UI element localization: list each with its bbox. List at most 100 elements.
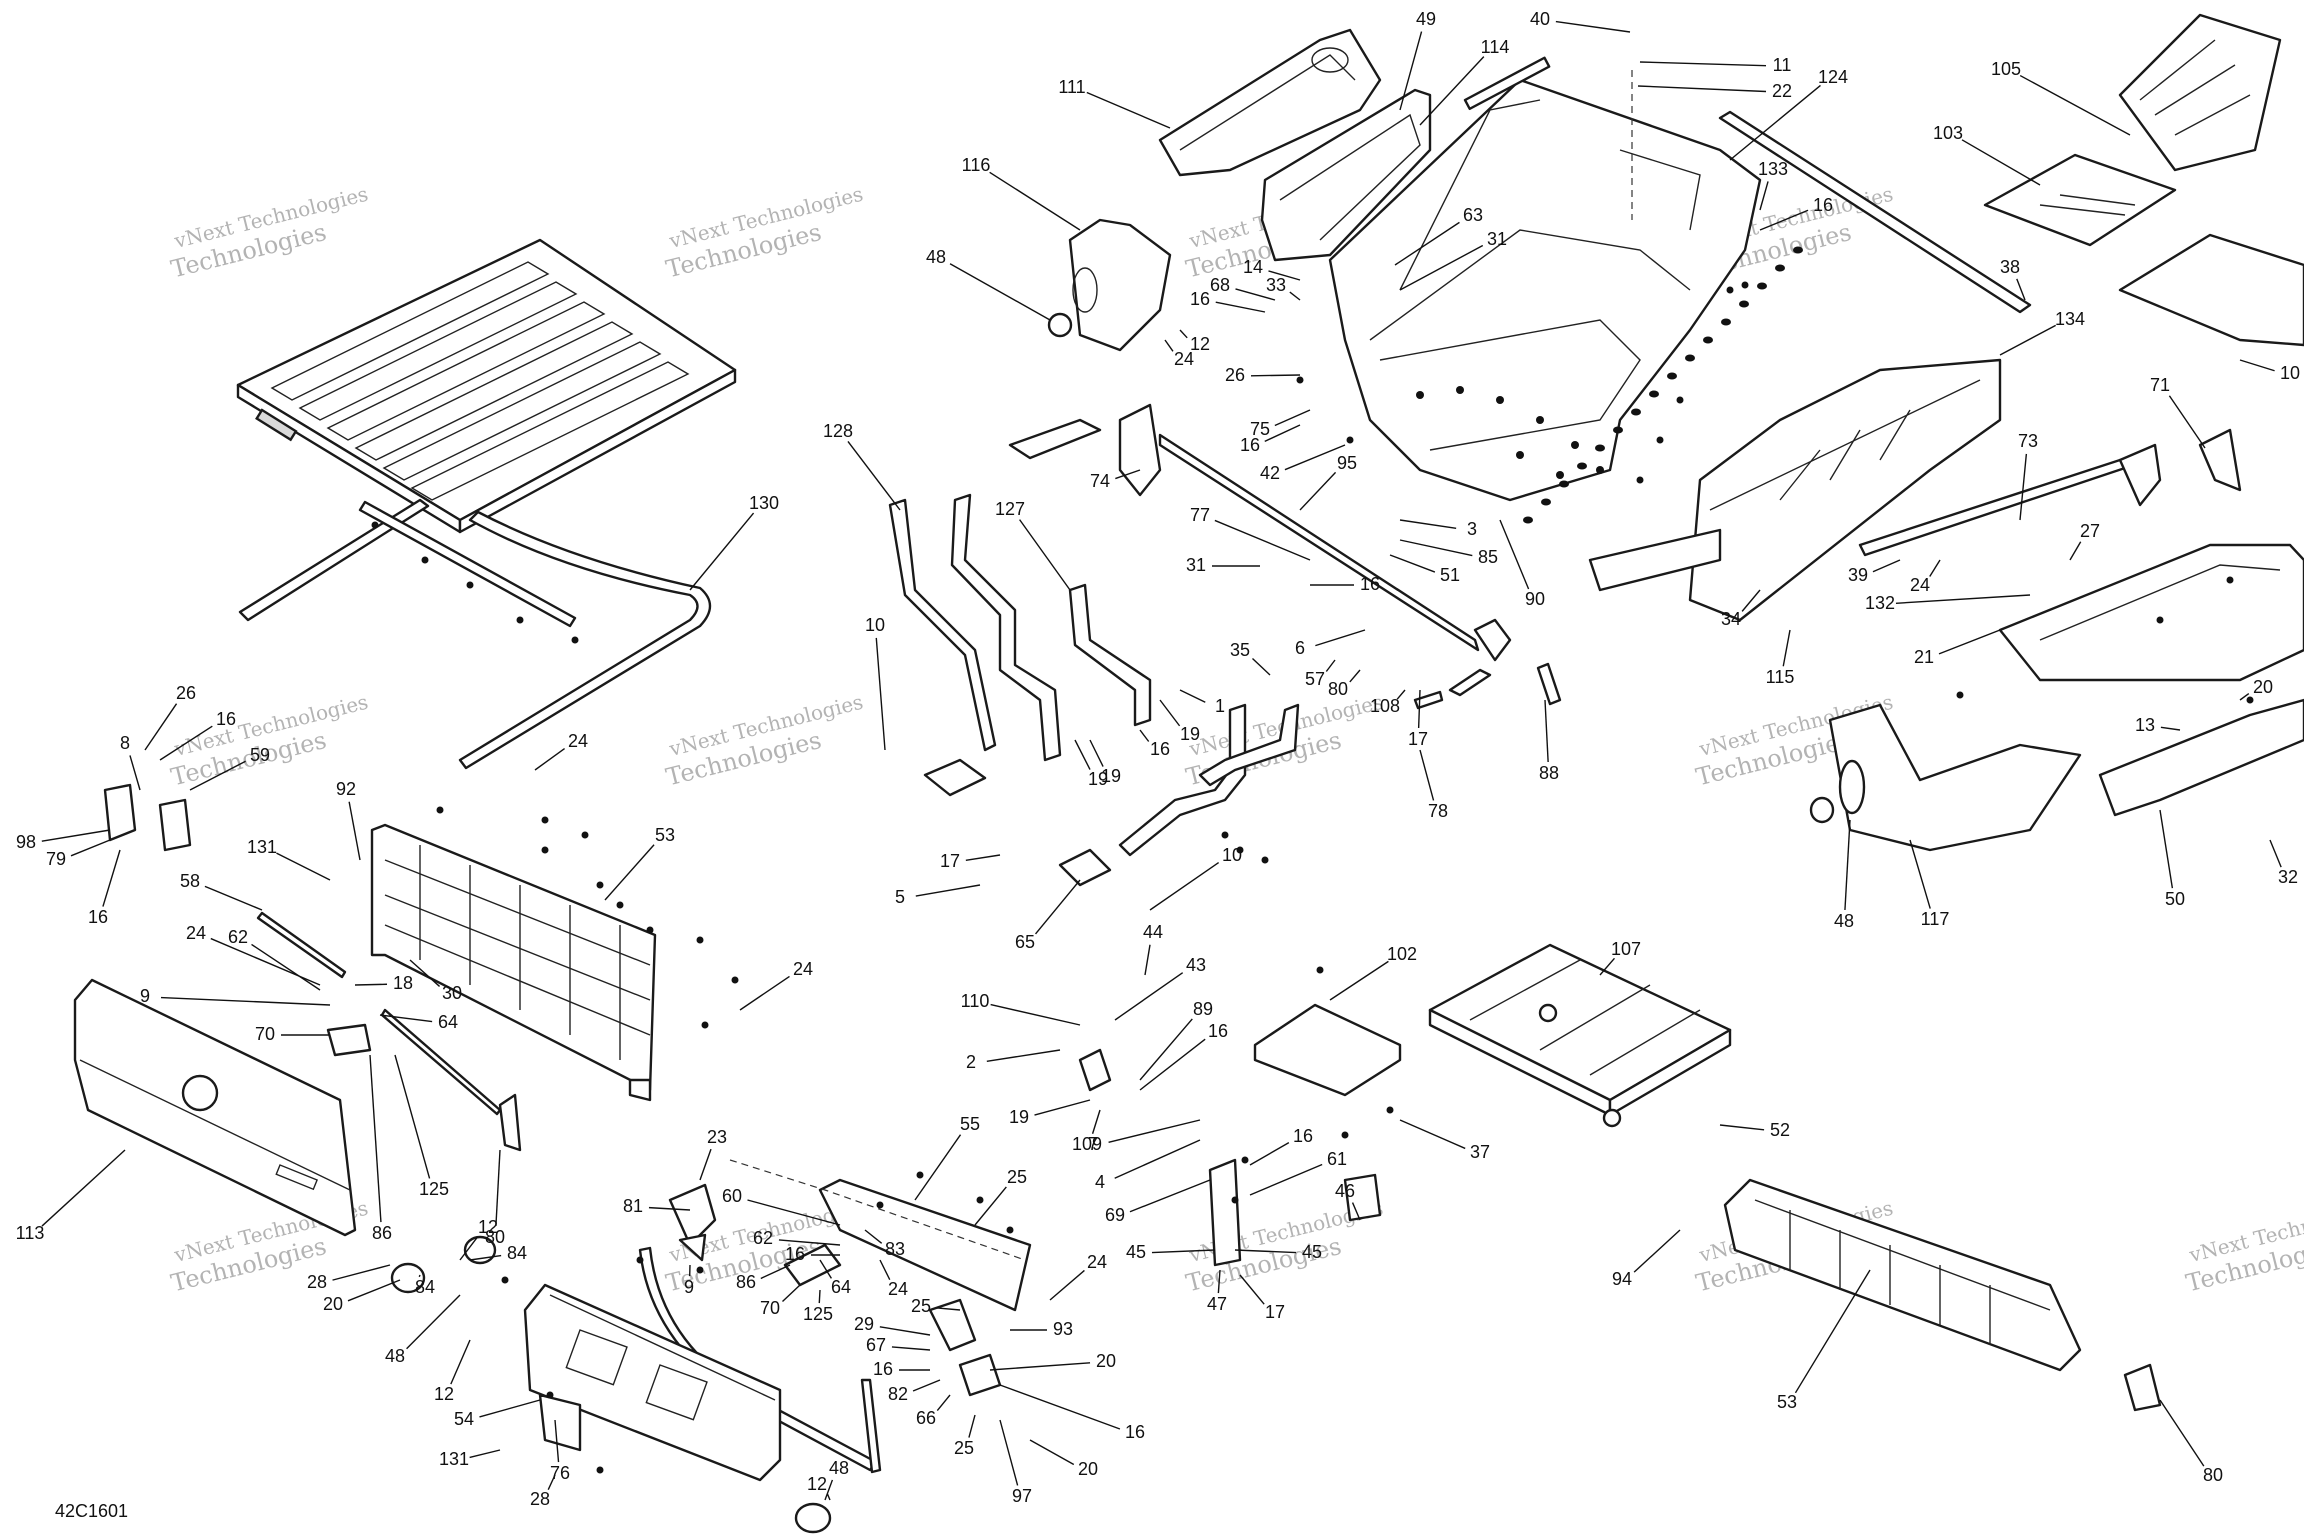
callout-label: 64 xyxy=(438,1012,458,1032)
callout-label: 33 xyxy=(1266,275,1286,295)
callout-leader-line xyxy=(1034,1099,1091,1116)
callout-leader-line xyxy=(875,637,886,751)
callout-leader-line xyxy=(1019,519,1071,591)
callout-leader-line xyxy=(469,1449,501,1459)
callout-label: 69 xyxy=(1105,1205,1125,1225)
grommet xyxy=(1775,264,1785,272)
callout-label: 51 xyxy=(1440,565,1460,585)
grommet xyxy=(1595,444,1605,452)
callout-leader-line xyxy=(1034,879,1081,935)
callout-leader-line xyxy=(251,943,321,991)
callout-leader-line xyxy=(689,512,755,591)
callout-leader-line xyxy=(2239,692,2250,701)
callout-leader-line xyxy=(747,1199,841,1226)
round-caps xyxy=(390,1235,832,1534)
callout-leader-line xyxy=(1555,20,1631,33)
callout-label: 38 xyxy=(2000,257,2020,277)
callout-label: 26 xyxy=(176,683,196,703)
callout-leader-line xyxy=(1544,699,1549,763)
callout-label: 86 xyxy=(736,1272,756,1292)
callout-leader-line xyxy=(1114,1139,1201,1179)
top-rail-124 xyxy=(1718,110,2032,314)
callout-label: 103 xyxy=(1933,123,1963,143)
grommet xyxy=(1739,300,1749,308)
fastener xyxy=(571,636,579,644)
callout-leader-line xyxy=(1264,424,1301,442)
callout-leader-line xyxy=(1349,669,1361,683)
fastener xyxy=(501,1276,509,1284)
callout-leader-line xyxy=(1794,1269,1871,1394)
storage-frame-107 xyxy=(1428,943,1732,1128)
grommet xyxy=(1631,408,1641,416)
callout-leader-line xyxy=(1179,689,1206,703)
callout-label: 32 xyxy=(2278,867,2298,887)
callout-leader-line xyxy=(102,849,121,907)
fastener xyxy=(696,936,704,944)
callout-leader-line xyxy=(1325,659,1336,672)
callout-leader-line xyxy=(826,1493,831,1501)
callout-label: 57 xyxy=(1305,669,1325,689)
callout-label: 16 xyxy=(1125,1422,1145,1442)
callout-label: 46 xyxy=(1335,1181,1355,1201)
callout-leader-line xyxy=(1419,749,1435,801)
callout-leader-line xyxy=(1139,1038,1206,1091)
callout-leader-line xyxy=(1394,221,1460,266)
fastener xyxy=(1296,376,1304,384)
callout-label: 66 xyxy=(916,1408,936,1428)
callout-leader-line xyxy=(999,1384,1121,1430)
callout-label: 24 xyxy=(888,1279,908,1299)
callout-leader-line xyxy=(1417,689,1421,729)
grommet xyxy=(1793,246,1803,254)
callout-leader-line xyxy=(1929,559,1941,577)
fastener xyxy=(596,881,604,889)
callout-leader-line xyxy=(394,1054,431,1179)
callout-leader-line xyxy=(41,1149,126,1227)
lower-seal-93 xyxy=(638,1246,882,1474)
fastener xyxy=(646,926,654,934)
callout-label: 63 xyxy=(1463,205,1483,225)
fastener xyxy=(636,1256,644,1264)
callout-leader-line xyxy=(1909,839,1931,909)
callout-label: 18 xyxy=(393,973,413,993)
callout-label: 64 xyxy=(831,1277,851,1297)
callout-label: 20 xyxy=(1096,1351,1116,1371)
callout-label: 89 xyxy=(1193,999,1213,1019)
callout-leader-line xyxy=(1249,1163,1323,1196)
callout-leader-line xyxy=(1049,1269,1085,1301)
callout-leader-line xyxy=(547,1474,556,1491)
callout-label: 16 xyxy=(785,1244,805,1264)
callout-label: 108 xyxy=(1370,696,1400,716)
callout-label: 48 xyxy=(1834,911,1854,931)
callout-leader-line xyxy=(450,1339,471,1385)
callout-label: 10 xyxy=(865,615,885,635)
callout-leader-line xyxy=(968,1414,976,1438)
callout-leader-line xyxy=(1741,589,1761,612)
callout-label: 97 xyxy=(1012,1486,1032,1506)
callout-leader-line xyxy=(379,1014,433,1023)
callout-label: 7 xyxy=(1088,1134,1098,1154)
callout-label: 27 xyxy=(2080,521,2100,541)
callout-leader-line xyxy=(824,1479,834,1501)
callout-label: 59 xyxy=(250,745,270,765)
callout-label: 12 xyxy=(1190,334,1210,354)
callout-label: 28 xyxy=(530,1489,550,1509)
callout-label: 83 xyxy=(885,1239,905,1259)
callout-label: 47 xyxy=(1207,1294,1227,1314)
callout-leader-line xyxy=(129,755,141,791)
tube-handles xyxy=(1118,703,1300,857)
callout-leader-line xyxy=(354,983,388,986)
callout-label: 16 xyxy=(1293,1126,1313,1146)
callout-leader-line xyxy=(1029,1439,1075,1466)
callout-leader-line xyxy=(2168,395,2206,449)
callout-label: 19 xyxy=(1009,1107,1029,1127)
callout-label: 39 xyxy=(1848,565,1868,585)
callout-leader-line xyxy=(999,1419,1019,1486)
callout-leader-line xyxy=(1115,469,1141,480)
callout-label: 12 xyxy=(434,1384,454,1404)
fastener xyxy=(2226,576,2234,584)
fastener xyxy=(1316,966,1324,974)
callout-leader-line xyxy=(2160,726,2181,731)
callout-label: 16 xyxy=(88,907,108,927)
grommet xyxy=(1649,390,1659,398)
